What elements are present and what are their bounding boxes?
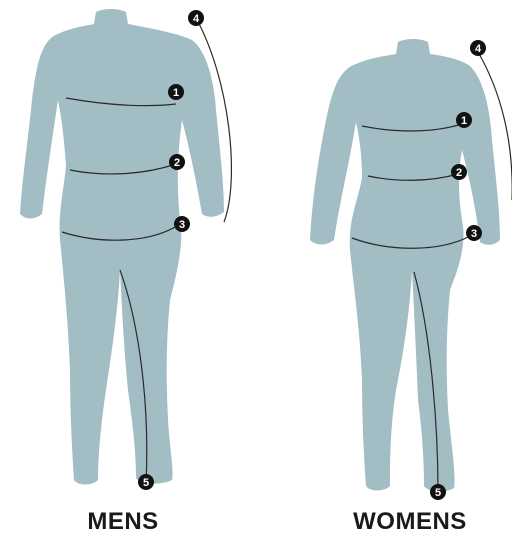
mens-marker-1: 1	[168, 84, 184, 100]
mens-marker-3: 3	[174, 216, 190, 232]
svg-text:4: 4	[193, 13, 200, 25]
svg-text:2: 2	[174, 157, 180, 169]
mens-marker-4: 4	[188, 10, 204, 26]
womens-marker-2: 2	[451, 164, 467, 180]
svg-text:5: 5	[143, 477, 149, 489]
womens-marker-3: 3	[466, 225, 482, 241]
svg-text:3: 3	[179, 219, 185, 231]
womens-body-silhouette	[310, 39, 500, 492]
mens-figure: 1 2 3 4 5	[20, 9, 231, 490]
womens-marker-5: 5	[430, 484, 446, 500]
mens-marker-2: 2	[169, 154, 185, 170]
svg-text:1: 1	[461, 115, 467, 127]
mens-label: MENS	[23, 508, 223, 536]
womens-marker-1: 1	[456, 112, 472, 128]
svg-text:2: 2	[456, 167, 462, 179]
womens-label: WOMENS	[310, 508, 510, 536]
svg-text:1: 1	[173, 87, 179, 99]
mens-marker-5: 5	[138, 474, 154, 490]
svg-text:5: 5	[435, 487, 441, 499]
svg-text:4: 4	[475, 43, 482, 55]
mens-body-silhouette	[20, 9, 224, 485]
womens-figure: 1 2 3 4 5	[310, 39, 512, 500]
womens-marker-4: 4	[470, 40, 486, 56]
svg-text:3: 3	[471, 228, 477, 240]
